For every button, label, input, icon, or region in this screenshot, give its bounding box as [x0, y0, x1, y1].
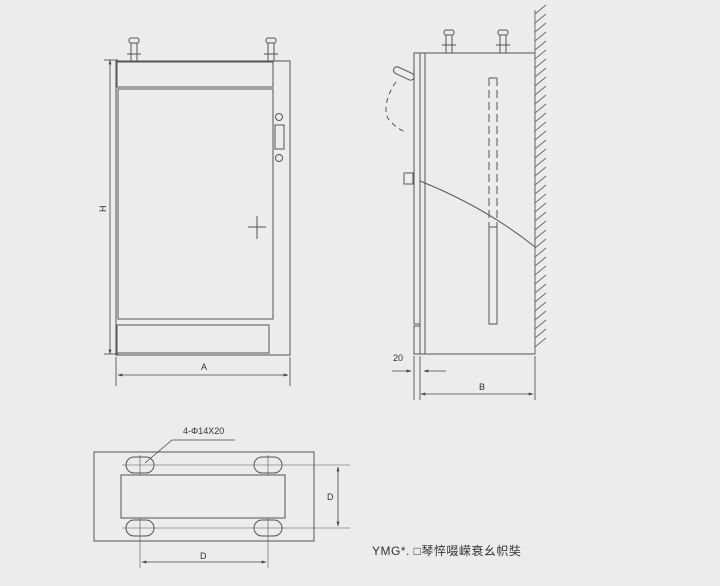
gap-20-label: 20 — [393, 353, 404, 363]
main-door — [117, 88, 274, 320]
base-opening — [120, 474, 286, 519]
indicator-light-bottom — [275, 154, 283, 162]
lifting-eye-left — [127, 37, 141, 62]
wall — [534, 4, 547, 354]
front-view — [115, 37, 291, 356]
base-dimensions — [141, 439, 340, 564]
figure-caption: YMG*. □琴悴啜嵘衰幺帜奘 — [372, 544, 522, 558]
base-outline — [93, 451, 315, 542]
door-handle — [274, 124, 285, 150]
dim-d-vertical-label: D — [327, 492, 334, 502]
base-plan — [93, 451, 350, 568]
depth-b-label: B — [479, 382, 486, 392]
dim-d-horizontal-label: D — [200, 551, 207, 561]
width-a-label: A — [201, 362, 208, 372]
top-panel — [116, 61, 274, 88]
side-dimensions — [392, 356, 536, 400]
front-dimensions — [104, 59, 291, 386]
cabinet-side-outline — [419, 52, 536, 355]
holes-label: 4-Φ14X20 — [183, 426, 225, 436]
bottom-panel — [116, 324, 270, 354]
lifting-eye-right — [264, 37, 278, 62]
side-view — [385, 29, 536, 355]
cabinet-front-outline — [115, 60, 291, 356]
height-label: H — [98, 205, 108, 213]
indicator-light-top — [275, 113, 283, 121]
